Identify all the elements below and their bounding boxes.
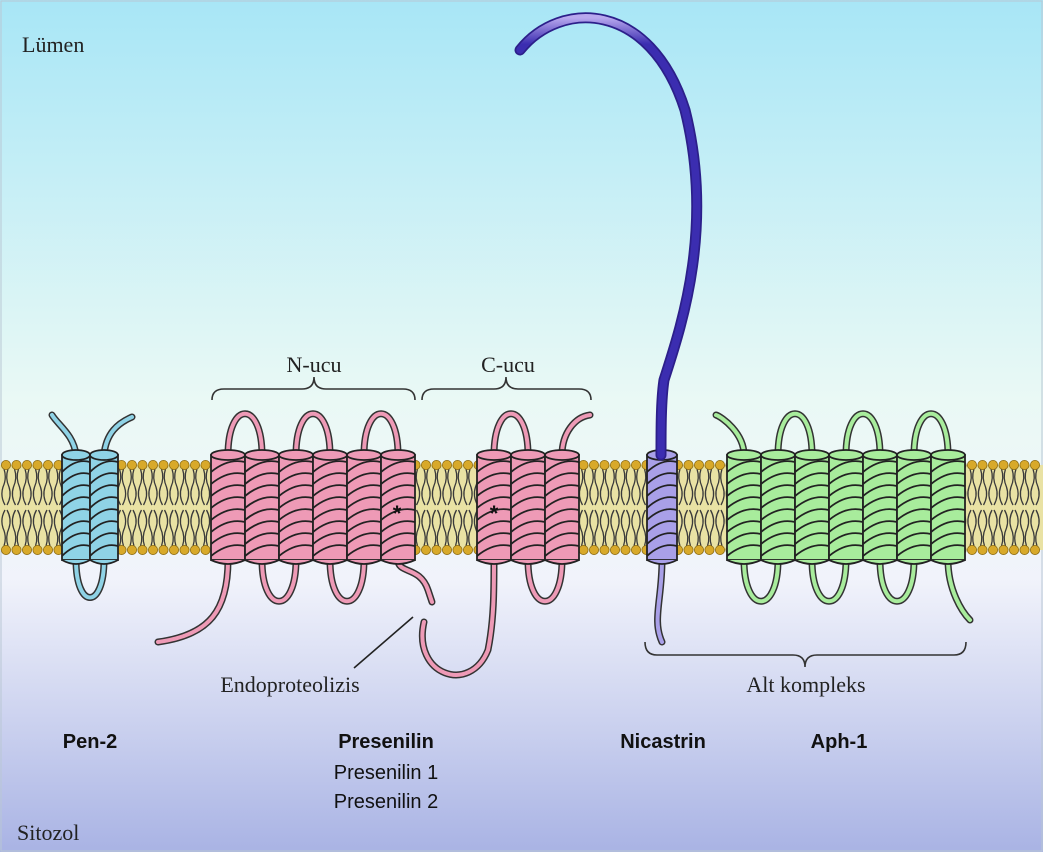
- c-terminal-label: C-ucu: [481, 352, 535, 377]
- pen2-helix-1: [62, 450, 90, 564]
- aph1-helix-3: [795, 450, 829, 564]
- cytosol-label: Sitozol: [17, 820, 79, 845]
- aph1-helix-1: [727, 450, 761, 564]
- presenilin-1-label: Presenilin 1: [334, 762, 439, 784]
- subcomplex-label: Alt kompleks: [746, 672, 865, 697]
- lumen-label: Lümen: [22, 32, 84, 57]
- aph1-helix-4: [829, 450, 863, 564]
- presenilin-label: Presenilin: [338, 731, 434, 753]
- presenilin-n-helix-2: [245, 450, 279, 564]
- presenilin-n-helix-5: [347, 450, 381, 564]
- aph1-helix-7: [931, 450, 965, 564]
- presenilin-n-helix-1: [211, 450, 245, 564]
- presenilin-n-helix-3: [279, 450, 313, 564]
- n-terminal-label: N-ucu: [287, 352, 342, 377]
- pen2-helix-2: [90, 450, 118, 564]
- active-site-marker-n: *: [393, 501, 402, 526]
- presenilin-c-helix-2: [511, 450, 545, 564]
- pen2-label: Pen-2: [63, 731, 117, 753]
- active-site-marker-c: *: [490, 501, 499, 526]
- aph1-helix-6: [897, 450, 931, 564]
- nicastrin-label: Nicastrin: [620, 731, 706, 753]
- aph1-helix-2: [761, 450, 795, 564]
- aph1-helix-5: [863, 450, 897, 564]
- presenilin-2-label: Presenilin 2: [334, 791, 439, 813]
- presenilin-c-helix-3: [545, 450, 579, 564]
- aph1-label: Aph-1: [811, 731, 868, 753]
- presenilin-n-helix-4: [313, 450, 347, 564]
- nicastrin-helix: [647, 450, 677, 564]
- endoproteolysis-label: Endoproteolizis: [220, 672, 359, 697]
